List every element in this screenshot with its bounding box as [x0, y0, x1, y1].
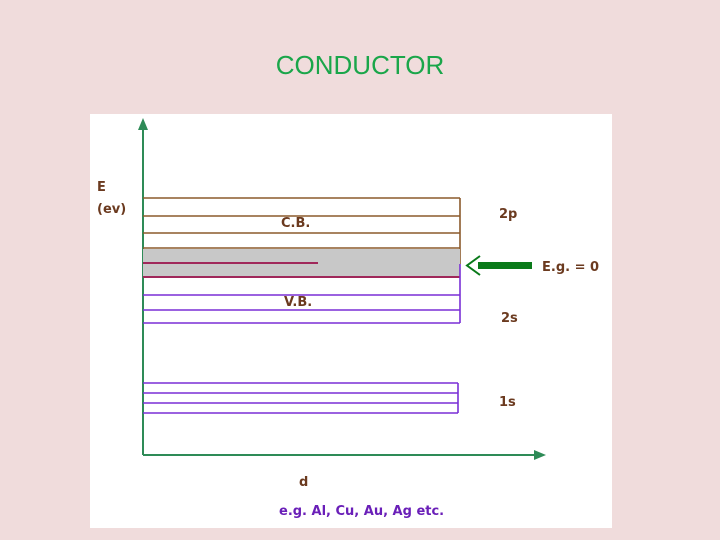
- distance-axis-arrowhead: [534, 450, 546, 460]
- level-1s-label: 1s: [499, 395, 516, 410]
- arrow-head-icon: [465, 255, 481, 276]
- examples-label: e.g. Al, Cu, Au, Ag etc.: [279, 504, 444, 519]
- slide-title: CONDUCTOR: [275, 50, 445, 80]
- energy-gap-arrow: [465, 255, 532, 276]
- axes: [138, 118, 546, 460]
- level-2s-label: 2s: [501, 311, 518, 326]
- distance-axis-label: d: [299, 475, 308, 490]
- arrow-shaft: [478, 262, 532, 269]
- conduction-band-label: C.B.: [281, 216, 310, 231]
- energy-unit-label: (ev): [97, 202, 126, 217]
- valence-band: [143, 264, 461, 324]
- energy-band-diagram-panel: [90, 114, 612, 528]
- energy-gap-label: E.g. = 0: [542, 260, 599, 275]
- band-1s: [143, 382, 459, 414]
- energy-axis-label: E: [97, 180, 106, 195]
- energy-axis-arrowhead: [138, 118, 148, 130]
- valence-band-label: V.B.: [284, 295, 312, 310]
- level-2p-label: 2p: [499, 207, 517, 222]
